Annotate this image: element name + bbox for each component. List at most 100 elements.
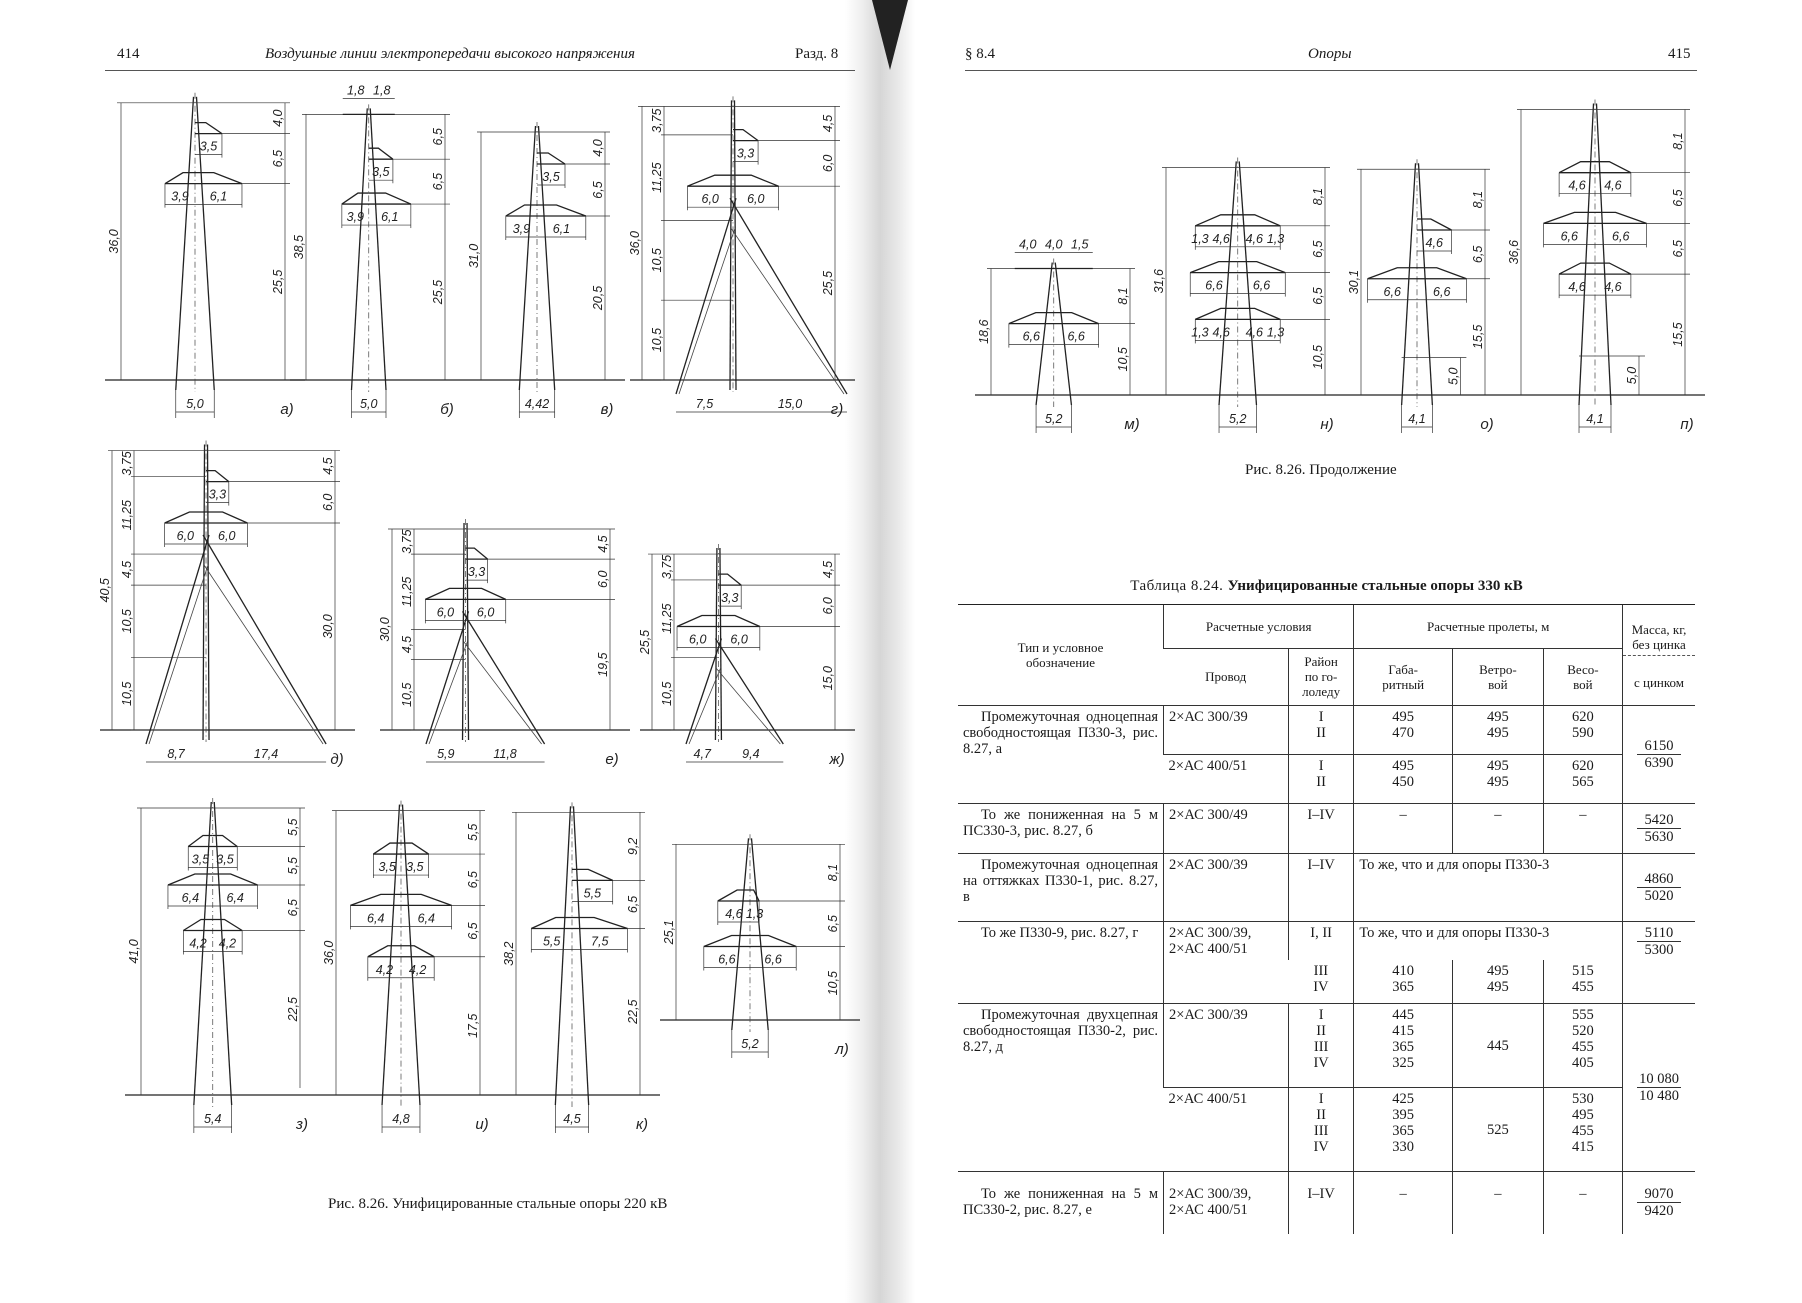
dimension-label: 10,5 [120, 682, 134, 706]
ground-hatch [664, 383, 671, 393]
ground-hatch [166, 733, 173, 743]
dimension-label: 6,5 [1671, 189, 1685, 206]
crossarm-brace [195, 121, 223, 135]
crossarm-brace [368, 192, 412, 205]
ground-hatch [993, 398, 1000, 408]
ground-hatch [354, 1098, 361, 1108]
ground-hatch [614, 733, 621, 743]
ground-hatch [436, 383, 443, 393]
tower-drawing: 4,56,030,040,53,7511,254,510,510,53,36,0… [98, 440, 355, 768]
guy-wire [463, 641, 542, 745]
book-gutter [845, 0, 915, 1303]
ground-hatch [1467, 398, 1474, 408]
right-section: § 8.4 [965, 46, 995, 62]
ground-hatch [1208, 398, 1215, 408]
ground-hatch [1176, 398, 1183, 408]
dimension-label: 15,5 [1671, 322, 1685, 346]
ground-hatch [434, 1098, 441, 1108]
ground-hatch [255, 1098, 262, 1108]
dimension-label: 1,3 [1191, 232, 1208, 246]
ground-hatch [688, 383, 695, 393]
crossarm-brace [1189, 260, 1238, 274]
tower-leg [213, 801, 233, 1106]
dimension-label: 4,0 [1045, 238, 1062, 252]
tower-leg [381, 804, 401, 1106]
ground-hatch [438, 733, 445, 743]
ground-hatch [1081, 398, 1088, 408]
mass-no-zinc: 9070 [1644, 1186, 1674, 1203]
cell-wire: 2×АС 400/51 [1163, 1087, 1289, 1172]
ground-hatch [135, 1098, 142, 1108]
cell-ice: I II [1287, 754, 1354, 804]
ground-hatch [582, 733, 589, 743]
header-mass: Масса, кг, без цинка с цинком [1622, 604, 1695, 706]
figure-caption-continued: Рис. 8.26. Продолжение [1245, 462, 1397, 478]
ground-hatch [1009, 398, 1016, 408]
guy-wire [425, 611, 470, 745]
dimension-label: 8,1 [826, 864, 840, 881]
table-title: Таблица 8.24. Унифицированные стальные о… [958, 578, 1695, 595]
ground-hatch [338, 1098, 345, 1108]
cell-wind: 495 495 [1451, 754, 1544, 804]
dimension-label: 3,5 [200, 140, 217, 154]
dimension-label: 6,1 [553, 222, 570, 236]
guy-wire [688, 668, 721, 745]
ground-hatch [271, 1098, 278, 1108]
crossarm-brace [572, 868, 613, 881]
mass-no-zinc: 5110 [1644, 925, 1674, 941]
crossarm-brace [368, 147, 394, 160]
cell-wind: 495 495 [1451, 959, 1544, 1004]
ground-hatch [227, 383, 234, 393]
figure-letter: е) [605, 751, 618, 768]
dimension-label: 11,25 [400, 577, 414, 607]
ground-hatch [1355, 398, 1362, 408]
tower-leg [537, 125, 556, 391]
ground-hatch [1387, 398, 1394, 408]
dimension-label: 4,0 [1019, 238, 1036, 252]
cell-wire: 2×АС 300/39, 2×АС 400/51 [1163, 1171, 1289, 1234]
tower-leg [1400, 163, 1417, 406]
dimension-label: 4,5 [563, 1112, 580, 1126]
dimension-label: 6,6 [1205, 279, 1222, 293]
cell-wind: – [1451, 803, 1544, 854]
ground-hatch [650, 733, 657, 743]
dimension-label: 6,5 [271, 150, 285, 167]
crossarm-brace [1558, 161, 1595, 174]
dimension-label: 4,0 [271, 109, 285, 126]
dimension-label: 3,5 [378, 860, 395, 874]
dimension-label: 4,5 [821, 561, 835, 578]
left-header-rule [105, 70, 855, 71]
ground-hatch [230, 733, 237, 743]
dimension-label: 11,8 [493, 747, 516, 761]
ground-hatch [1129, 398, 1136, 408]
dimension-label: 4,2 [189, 937, 206, 951]
dimension-label: 6,0 [321, 494, 335, 511]
cell-ice: I–IV [1287, 1171, 1354, 1234]
crossarm-brace [572, 916, 628, 930]
dimension-label: 10,5 [826, 971, 840, 995]
ground-hatch [219, 383, 226, 393]
mass-zinc: 9420 [1637, 1202, 1681, 1219]
ground-hatch [118, 733, 125, 743]
ground-hatch [414, 733, 421, 743]
ground-hatch [1427, 398, 1434, 408]
ground-hatch [1459, 398, 1466, 408]
ground-hatch [326, 733, 333, 743]
ground-hatch [814, 1023, 821, 1033]
cell-ice: I II [1287, 705, 1354, 755]
cell-gab: 425 395 365 330 [1353, 1087, 1453, 1172]
ground-hatch [1611, 398, 1618, 408]
ground-hatch [302, 733, 309, 743]
dimension-label: 25,5 [821, 271, 835, 296]
ground-hatch [846, 1023, 853, 1033]
ground-hatch [300, 383, 307, 393]
dimension-label: 11,25 [650, 162, 664, 192]
figure-letter: о) [1480, 416, 1493, 433]
dimension-label: 19,5 [596, 652, 610, 676]
ground-hatch [158, 733, 165, 743]
